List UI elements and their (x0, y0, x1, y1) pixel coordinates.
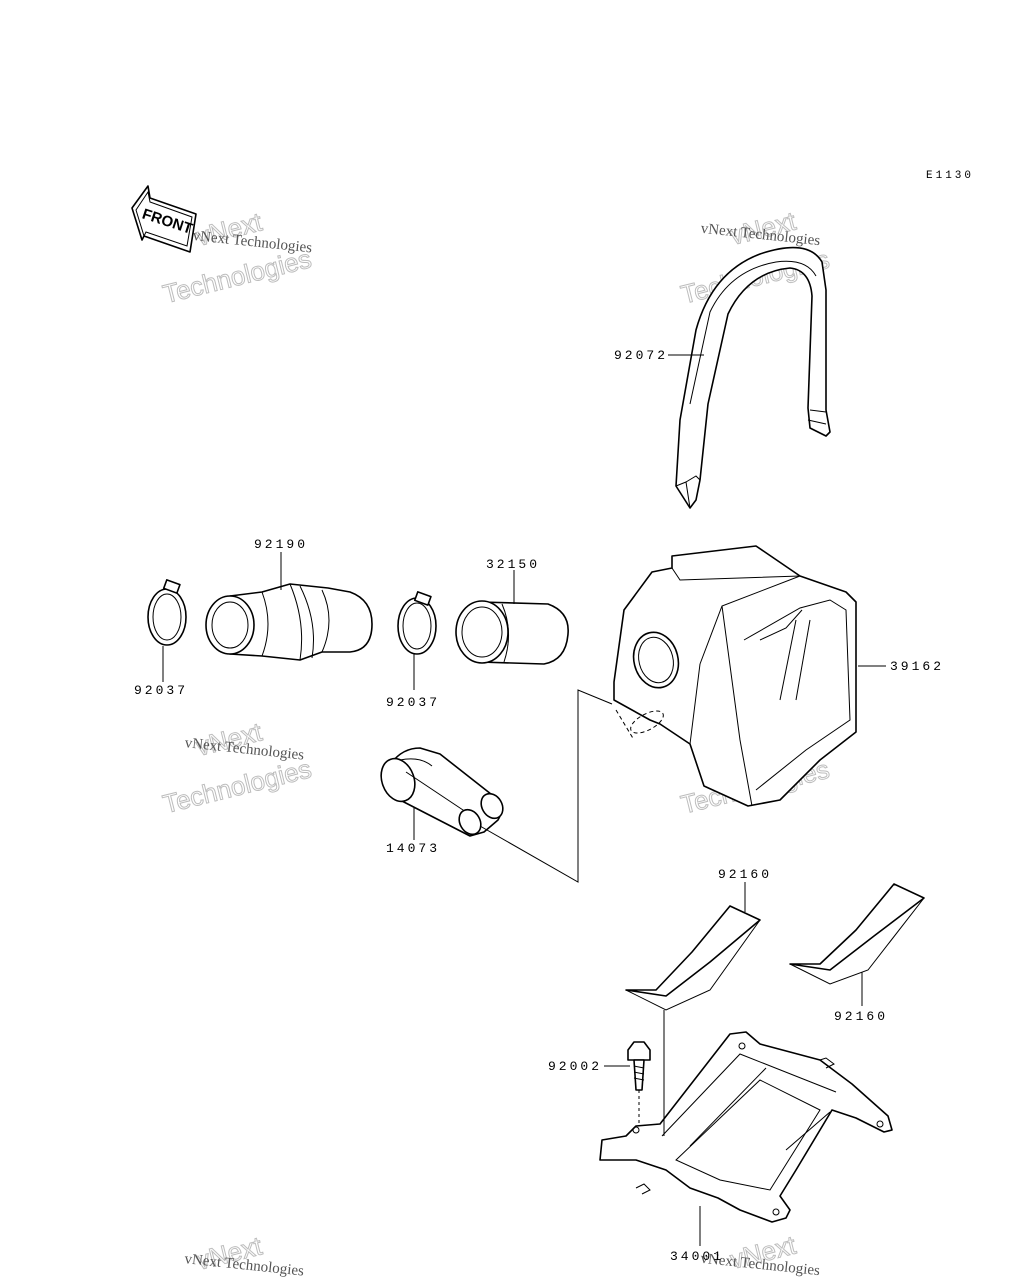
part-bolt-92002 (627, 1041, 651, 1128)
label-92002: 92002 (548, 1059, 602, 1074)
label-39162: 39162 (890, 659, 944, 674)
part-clamp-92037-left (147, 579, 187, 646)
svg-text:Technologies: Technologies (160, 753, 315, 819)
watermark-mid-left: vNext Technologies vNext Technologies (159, 716, 315, 820)
label-32150: 32150 (486, 557, 540, 572)
label-92037-mid: 92037 (386, 695, 440, 710)
part-strap-92072 (675, 246, 831, 509)
part-duct-92190 (205, 583, 373, 661)
label-92037-left: 92037 (134, 683, 188, 698)
part-damper-92160-right (789, 883, 925, 985)
part-bracket-34001 (599, 1031, 893, 1223)
part-damper-92160-top (625, 905, 761, 1011)
label-92072: 92072 (614, 348, 668, 363)
part-clamp-92037-mid (397, 591, 437, 655)
part-duct-32150 (455, 600, 569, 665)
label-14073: 14073 (386, 841, 440, 856)
part-airbox-39162 (613, 545, 857, 807)
label-92190: 92190 (254, 537, 308, 552)
part-inlet-14073 (380, 747, 504, 837)
diagram-code: E1130 (926, 170, 974, 182)
label-34001: 34001 (670, 1249, 724, 1264)
label-92160-right: 92160 (834, 1009, 888, 1024)
connector-14073-airbox (479, 689, 613, 883)
label-92160-top: 92160 (718, 867, 772, 882)
watermark-bottom-left: vNext vNext Technologies (184, 1230, 305, 1280)
front-arrow-icon: FRONT (131, 185, 197, 253)
